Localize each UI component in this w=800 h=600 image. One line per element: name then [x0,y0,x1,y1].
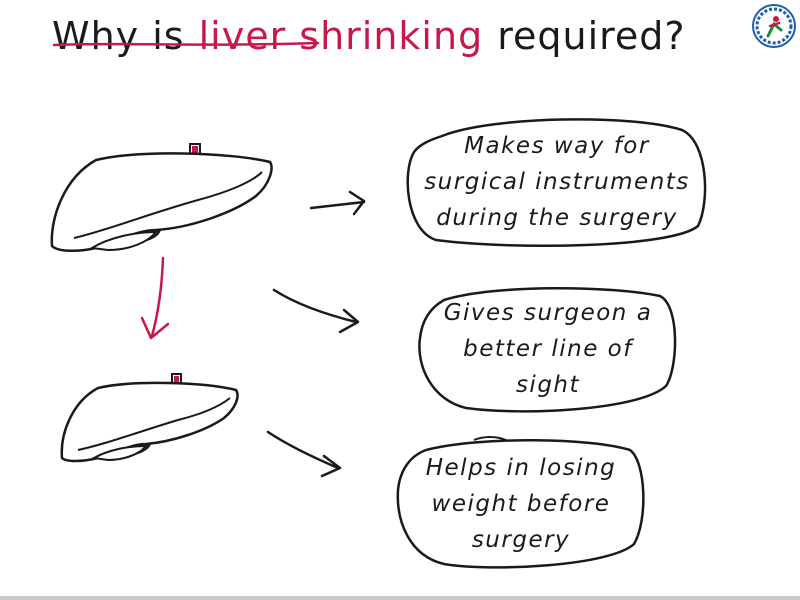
reason-2-line-1: Gives surgeon a [443,300,653,326]
reason-1-line-2: surgical instruments [424,169,690,195]
bubble-outline [396,436,645,569]
bubble-outline [406,118,707,248]
reason-bubble-2: Gives surgeon a better line of sight [414,282,682,416]
reason-3-line-3: surgery [471,527,571,553]
liver-icon [50,143,273,252]
reason-2-line-3: sight [515,372,581,398]
reason-1-text: Makes way for surgical instruments durin… [402,112,712,252]
shrink-arrow [140,256,170,340]
reason-2-line-2: better line of [463,336,633,362]
arrow-to-reason-3 [266,430,342,478]
arrow-to-reason-1 [309,190,366,216]
reason-2-text: Gives surgeon a better line of sight [414,282,682,416]
arrow-to-reason-2 [272,288,360,334]
reason-bubble-1: Makes way for surgical instruments durin… [402,112,712,252]
title-prefix: Why is [52,14,185,58]
shrunk-liver-icon [60,373,239,463]
reason-bubble-3: Helps in losing weight before surgery [392,434,650,574]
title-suffix: required? [497,14,686,58]
title-underline [52,41,320,47]
reason-3-line-1: Helps in losing [425,455,617,481]
bubble-outline [418,286,677,413]
reason-1-line-3: during the surgery [436,205,678,231]
clinic-logo-icon [752,4,796,48]
reason-3-text: Helps in losing weight before surgery [392,434,650,574]
reason-1-line-1: Makes way for [464,133,650,159]
reason-3-line-2: weight before [431,491,611,517]
title-highlight: liver shrinking [198,14,484,58]
slide-bottom-border [0,596,800,600]
slide-title: Why is liver shrinking required? [52,14,686,74]
